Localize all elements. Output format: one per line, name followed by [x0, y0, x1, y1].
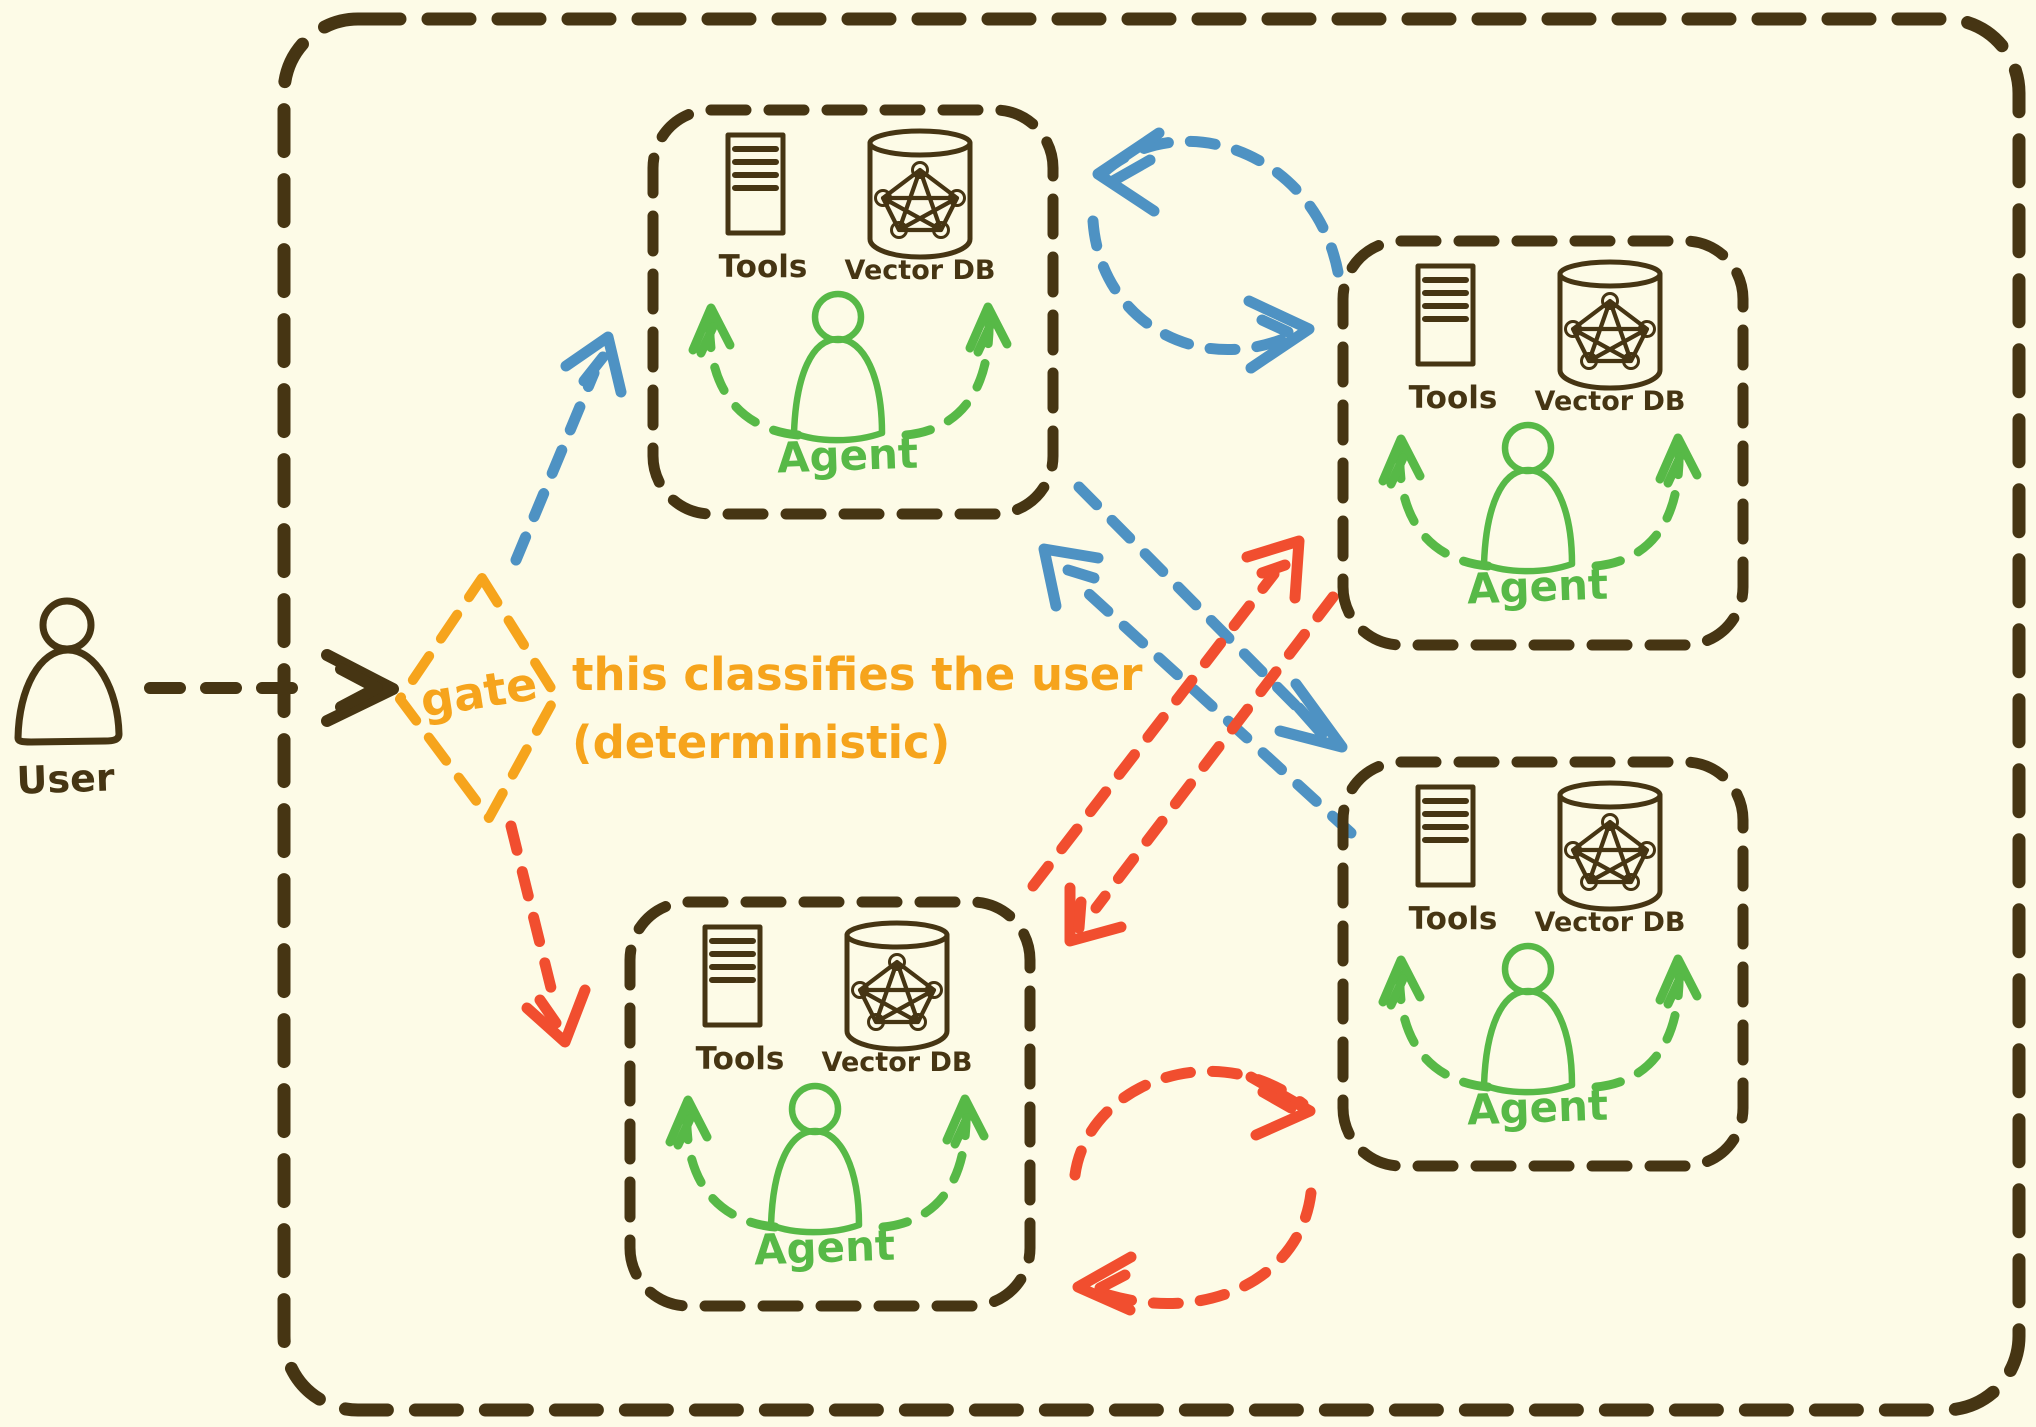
edge-agent-top-right-to-agent-bottom-left — [1064, 591, 1339, 947]
edge-agent-bottom-left-to-agent-bottom-right — [1069, 1065, 1316, 1181]
agent-card-bottom-right: Tools Vector DB Agent — [1343, 762, 1743, 1166]
user-label: User — [16, 755, 116, 802]
tools-label: Tools — [719, 249, 808, 285]
edge-agent-bottom-left-to-agent-top-right — [1027, 535, 1305, 892]
edge-agent-top-right-to-agent-top-left — [1092, 127, 1344, 278]
agent-card-top-left: Tools Vector DB Agent — [653, 110, 1053, 514]
user-icon — [14, 597, 123, 746]
vector-db-label: Vector DB — [845, 255, 996, 286]
edge-agent-top-left-to-agent-bottom-right — [1073, 481, 1348, 753]
vector-db-label: Vector DB — [1535, 907, 1686, 938]
tools-label: Tools — [696, 1041, 785, 1077]
agent-card-bottom-left: Tools Vector DB Agent — [630, 902, 1030, 1306]
edge-agent-bottom-right-to-agent-top-left — [1038, 543, 1357, 839]
agent-label: Agent — [753, 1221, 896, 1275]
tools-label: Tools — [1409, 901, 1498, 937]
edge-gate-to-agent-top-left — [510, 331, 627, 566]
edge-agent-top-left-to-agent-top-right — [1087, 215, 1315, 374]
gate-annotation-line1: this classifies the user — [572, 648, 1143, 701]
agent-label: Agent — [1466, 560, 1609, 614]
vector-db-label: Vector DB — [1535, 386, 1686, 417]
gate-annotation-line2: (deterministic) — [572, 716, 950, 769]
vector-db-label: Vector DB — [822, 1047, 973, 1078]
system-boundary — [277, 12, 2026, 1417]
agent-label: Agent — [1466, 1081, 1609, 1135]
agent-card-top-right: Tools Vector DB Agent — [1343, 241, 1743, 645]
edge-agent-bottom-right-to-agent-bottom-left — [1072, 1187, 1317, 1316]
tools-label: Tools — [1409, 380, 1498, 416]
agent-label: Agent — [776, 429, 919, 483]
gate-diamond-icon — [395, 573, 561, 823]
edge-gate-to-agent-bottom-left — [505, 820, 591, 1048]
edge-user-to-gate — [144, 649, 399, 727]
